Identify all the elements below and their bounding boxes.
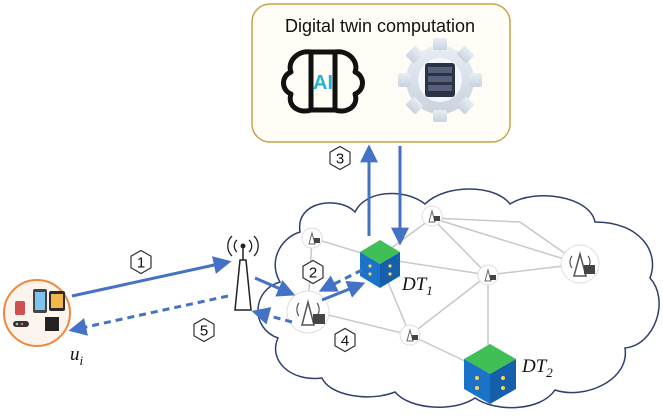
server-gear-icon xyxy=(398,38,482,122)
arrow-base-to-tower-return xyxy=(251,307,293,325)
arrow-base-to-twin xyxy=(321,280,366,302)
base-station-node xyxy=(301,227,323,249)
panel-title: Digital twin computation xyxy=(285,16,475,36)
ai-brain-icon: AI xyxy=(281,49,365,114)
step-badge-3: 3 xyxy=(329,145,351,171)
base-station-node xyxy=(421,205,443,227)
digital-twin-cube-1 xyxy=(360,240,400,288)
svg-text:1: 1 xyxy=(137,255,145,272)
step-badge-1: 1 xyxy=(130,249,152,275)
arrows xyxy=(68,144,409,336)
arrow-uplink-user-tower xyxy=(71,256,232,298)
user-label: ui xyxy=(70,344,84,368)
base-station-node xyxy=(477,264,499,286)
step-badge-5: 5 xyxy=(193,317,215,343)
svg-text:4: 4 xyxy=(341,333,349,350)
svg-text:3: 3 xyxy=(336,151,344,168)
base-station-node-large xyxy=(560,244,600,284)
twin-label-2: DT2 xyxy=(521,356,553,380)
svg-text:2: 2 xyxy=(309,265,317,282)
arrow-downlink-tower-user xyxy=(68,294,229,336)
user-devices xyxy=(3,279,71,347)
base-station-node xyxy=(399,324,421,346)
ai-icon-text: AI xyxy=(313,72,333,94)
arrow-tower-to-base xyxy=(254,276,296,297)
digital-twin-cube-2 xyxy=(464,344,516,404)
twin-label-1: DT1 xyxy=(401,274,433,298)
step-badge-4: 4 xyxy=(334,327,356,353)
antenna-tower xyxy=(227,235,259,311)
svg-text:5: 5 xyxy=(200,323,208,340)
step-badge-2: 2 xyxy=(302,259,324,285)
arrow-twin-to-base-return xyxy=(318,268,363,292)
serving-base-station xyxy=(286,290,330,334)
